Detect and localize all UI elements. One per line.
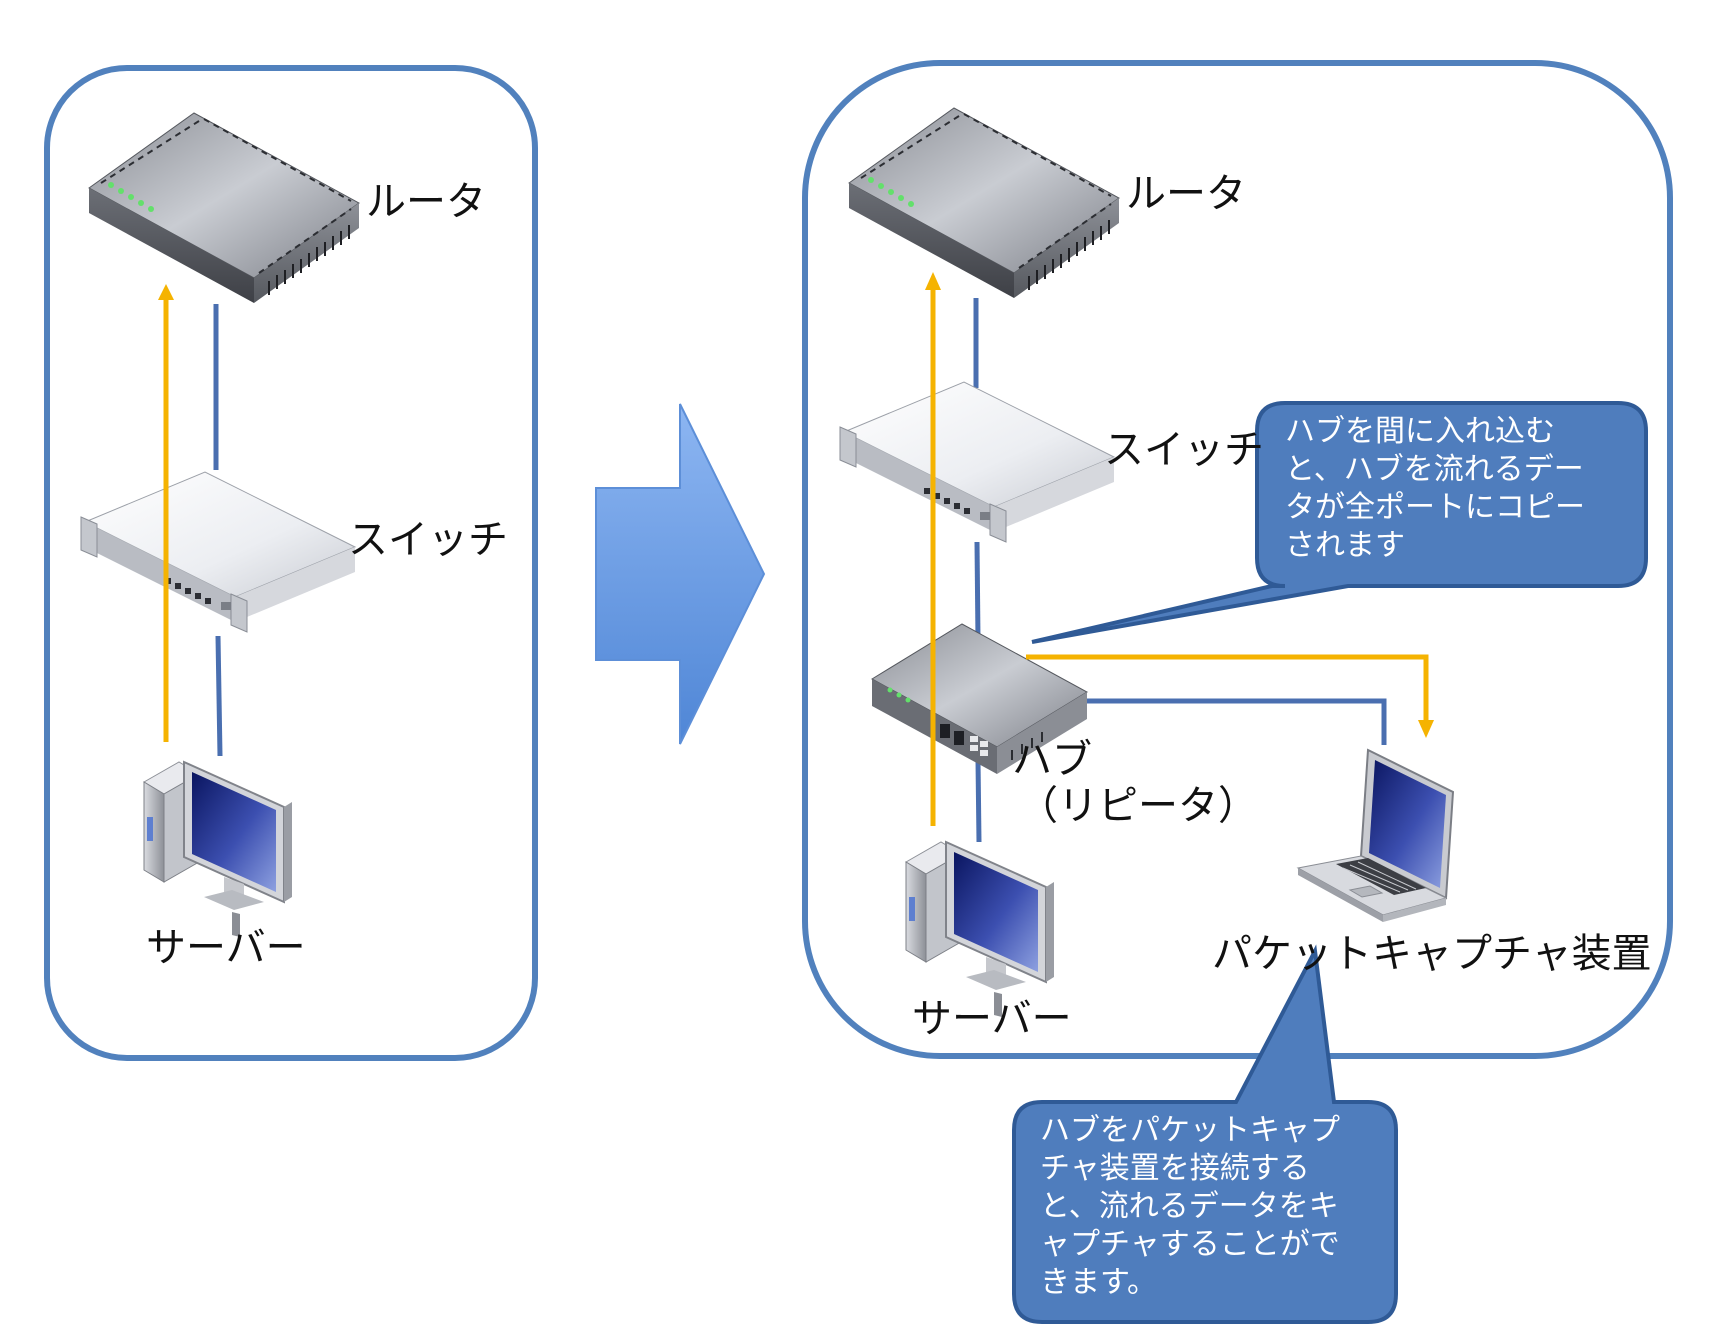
callout-line: と、流れるデータをキ: [1040, 1189, 1339, 1225]
left-traffic-arrow: [158, 284, 174, 742]
callout-capture-text: ハブをパケットキャプ チャ装置を接続する と、流れるデータをキ ャプチャすること…: [1040, 1112, 1340, 1302]
right-router-label: ルータ: [1126, 171, 1246, 217]
hub-sub-label: （リピータ）: [1018, 783, 1258, 829]
callout-line: タが全ポートにコピー: [1285, 490, 1585, 526]
callout-capture: [1012, 944, 1398, 1324]
right-server-label: サーバー: [912, 996, 1072, 1042]
callout-line: と、ハブを流れるデー: [1285, 452, 1584, 488]
callout-line: きます。: [1040, 1265, 1157, 1301]
left-router-label: ルータ: [366, 179, 486, 225]
copy-traffic-arrow: [1026, 654, 1434, 738]
callout-line: チャ装置を接続する: [1040, 1151, 1310, 1187]
callout-line: ャプチャすることがで: [1040, 1227, 1340, 1263]
callout-hub-copy-text: ハブを間に入れ込む と、ハブを流れるデー タが全ポートにコピー されます: [1285, 413, 1585, 565]
right-switch-label: スイッチ: [1104, 427, 1264, 473]
callout-line: されます: [1285, 528, 1405, 564]
capture-device-label: パケットキャプチャ装置: [1212, 931, 1652, 977]
callout-line: ハブをパケットキャプ: [1040, 1113, 1340, 1148]
right-link-lines: [973, 298, 1387, 843]
right-traffic-arrow: [925, 272, 941, 826]
hub-label: ハブ: [1012, 737, 1092, 783]
transition-arrow: [595, 403, 766, 745]
left-server-label: サーバー: [146, 925, 306, 971]
left-link-lines: [213, 304, 223, 757]
callout-line: ハブを間に入れ込む: [1285, 414, 1555, 449]
right-panel: [802, 60, 1673, 1059]
callout-hub-copy: [1031, 401, 1648, 644]
left-switch-label: スイッチ: [348, 517, 508, 563]
